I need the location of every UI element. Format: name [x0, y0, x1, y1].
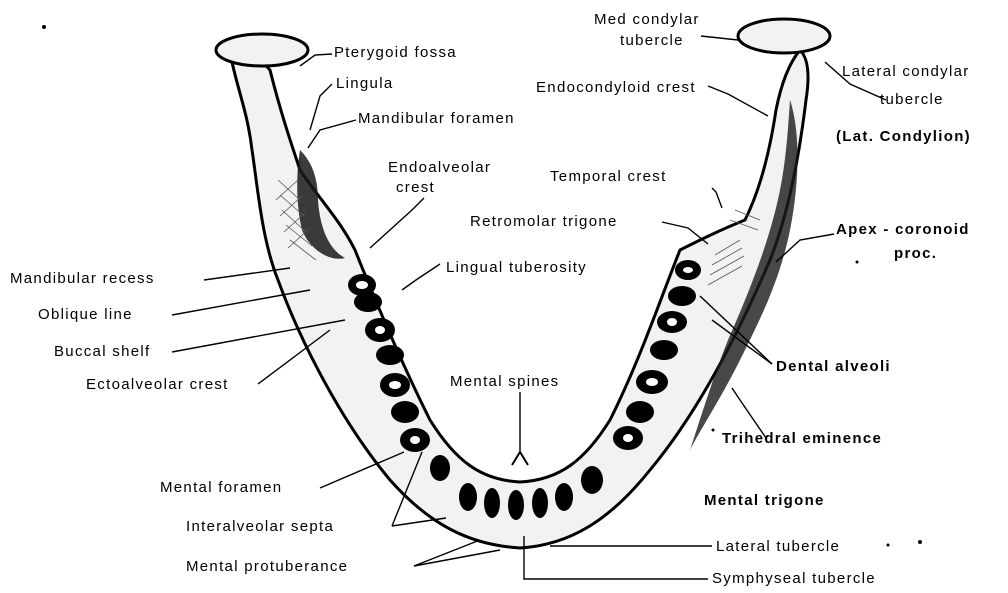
label-lateral-tubercle: Lateral tubercle: [716, 538, 840, 555]
label-endoalveolar-crest-line1: Endoalveolar: [388, 159, 491, 176]
label-interalveolar-septa: Interalveolar septa: [186, 518, 334, 535]
label-mandibular-foramen: Mandibular foramen: [358, 110, 515, 127]
label-temporal-crest: Temporal crest: [550, 168, 667, 185]
left-condyle: [216, 34, 308, 66]
right-condyle: [738, 19, 830, 53]
label-pterygoid-fossa: Pterygoid fossa: [334, 44, 457, 61]
label-med-condylar-tubercle-line2: tubercle: [620, 32, 684, 49]
label-endocondyloid-crest: Endocondyloid crest: [536, 79, 696, 96]
label-endoalveolar-crest-line2: crest: [396, 179, 435, 196]
label-mental-foramen: Mental foramen: [160, 479, 282, 496]
label-mental-spines: Mental spines: [450, 373, 559, 390]
mandible-body: [232, 50, 808, 548]
mandible-illustration: [42, 19, 922, 548]
label-apex-coronoid-line2: proc.: [894, 245, 937, 262]
label-mental-trigone: Mental trigone: [704, 492, 825, 509]
label-lingula: Lingula: [336, 75, 393, 92]
label-apex-coronoid-line1: Apex - coronoid: [836, 221, 970, 238]
label-dental-alveoli: Dental alveoli: [776, 358, 891, 375]
label-lateral-condylar-tubercle-line2: tubercle: [880, 91, 944, 108]
label-retromolar-trigone: Retromolar trigone: [470, 213, 618, 230]
label-med-condylar-tubercle-line1: Med condylar: [594, 11, 700, 28]
label-buccal-shelf: Buccal shelf: [54, 343, 150, 360]
label-mandibular-recess: Mandibular recess: [10, 270, 155, 287]
label-lateral-condylar-tubercle-line1: Lateral condylar: [842, 63, 970, 80]
label-lingual-tuberosity: Lingual tuberosity: [446, 259, 587, 276]
label-mental-protuberance: Mental protuberance: [186, 558, 348, 575]
label-oblique-line: Oblique line: [38, 306, 133, 323]
label-ectoalveolar-crest: Ectoalveolar crest: [86, 376, 229, 393]
mental-spines-mark: [512, 452, 528, 465]
label-symphyseal-tubercle: Symphyseal tubercle: [712, 570, 876, 587]
label-lat-condylion: (Lat. Condylion): [836, 128, 971, 145]
label-trihedral-eminence: Trihedral eminence: [722, 430, 882, 447]
